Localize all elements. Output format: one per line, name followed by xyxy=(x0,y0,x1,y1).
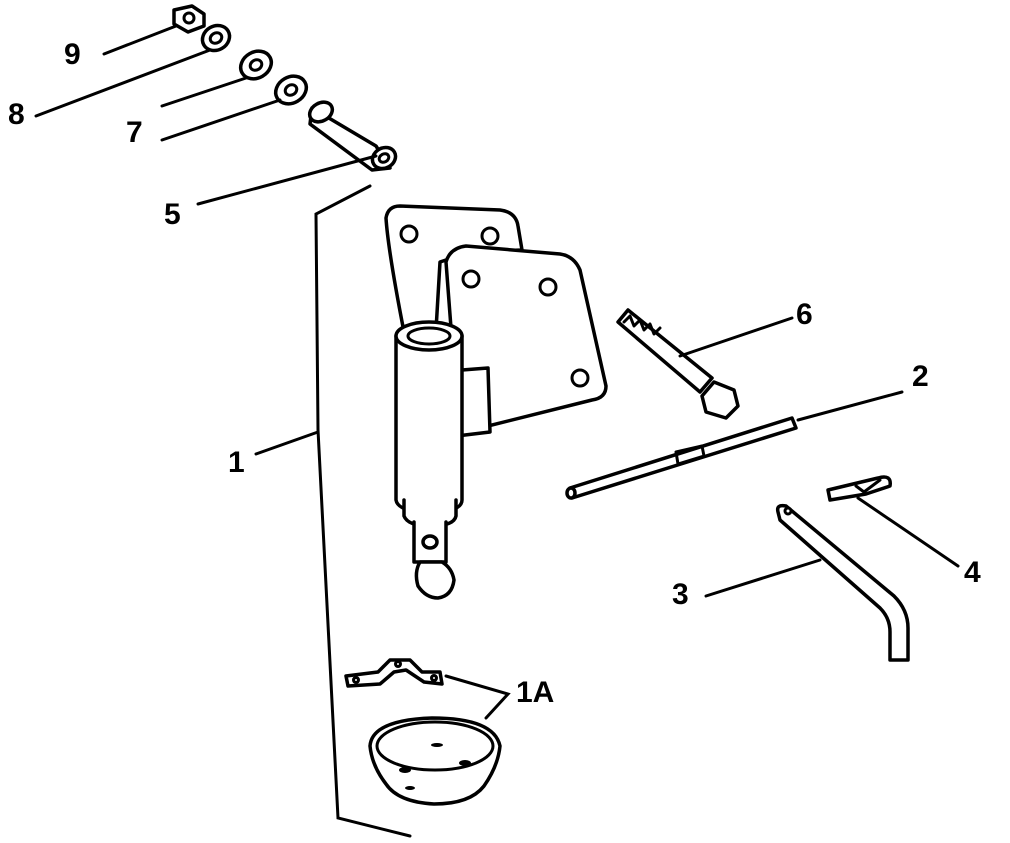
part-5-spacer-sleeve xyxy=(307,100,398,172)
part-1a-strap xyxy=(344,658,444,688)
label-part-2: 2 xyxy=(912,360,929,393)
part-1a-cup xyxy=(368,716,502,806)
label-part-9: 9 xyxy=(64,38,81,71)
label-part-8: 8 xyxy=(8,98,25,131)
part-3-bent-rod xyxy=(775,503,910,662)
part-labels: 9 8 7 5 1 6 2 4 3 1A xyxy=(8,38,981,709)
part-7-washer-second xyxy=(273,74,309,106)
label-part-6: 6 xyxy=(796,298,813,331)
part-1-bracket-assembly xyxy=(314,184,608,838)
part-4-cotter-pin xyxy=(826,475,892,502)
part-9-hex-nut xyxy=(172,4,206,34)
label-part-1a: 1A xyxy=(516,676,554,709)
label-part-5: 5 xyxy=(164,198,181,231)
leader-lines xyxy=(34,24,960,720)
part-2-rod xyxy=(565,416,798,500)
part-6-bolt xyxy=(616,308,740,420)
label-part-1: 1 xyxy=(228,446,245,479)
label-part-4: 4 xyxy=(964,556,981,589)
part-8-lock-washer xyxy=(200,23,232,53)
label-part-3: 3 xyxy=(672,578,689,611)
label-part-7: 7 xyxy=(126,116,143,149)
part-7-washer xyxy=(238,49,274,81)
